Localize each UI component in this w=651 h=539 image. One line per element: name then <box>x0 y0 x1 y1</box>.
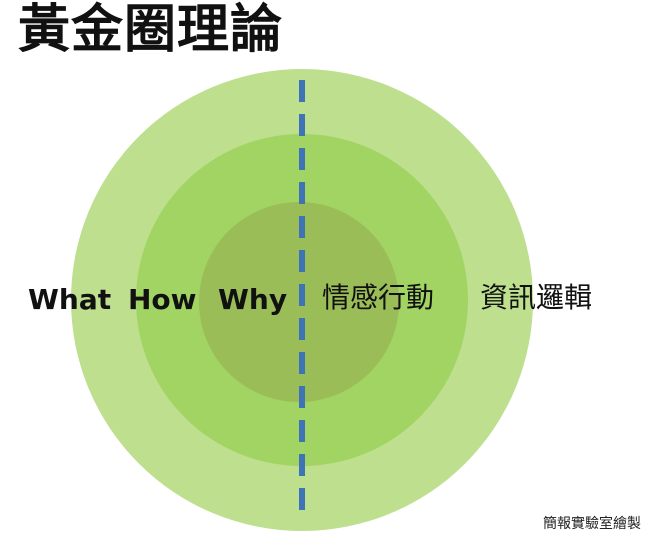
page-title: 黃金圈理論 <box>18 0 284 60</box>
label-info-logic: 資訊邏輯 <box>480 281 593 314</box>
credit-text: 簡報實驗室繪製 <box>543 516 641 532</box>
label-why: Why <box>218 283 288 316</box>
label-emotion-action: 情感行動 <box>322 281 435 314</box>
label-what: What <box>28 283 112 316</box>
label-how: How <box>128 283 197 316</box>
